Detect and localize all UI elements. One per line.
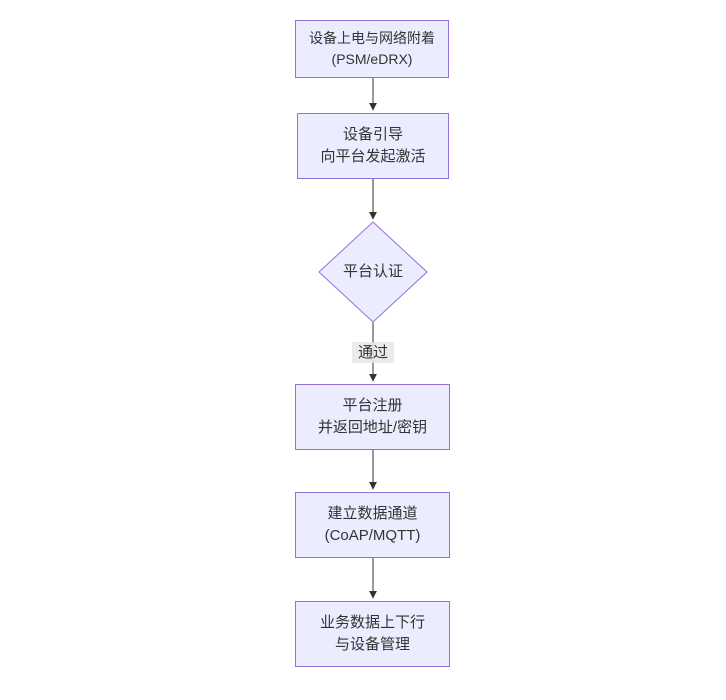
node-label-line: 向平台发起激活 xyxy=(320,148,426,165)
decision-diamond-shape xyxy=(318,221,428,323)
node-power-network-attach: 设备上电与网络附着 (PSM/eDRX) xyxy=(295,20,449,78)
node-label-line: (PSM/eDRX) xyxy=(331,51,413,67)
node-platform-register: 平台注册 并返回地址/密钥 xyxy=(295,384,450,450)
node-label-line: 设备上电与网络附着 xyxy=(309,30,435,46)
node-platform-auth: 平台认证 xyxy=(323,261,423,283)
node-label-line: 设备引导 xyxy=(342,126,403,143)
node-label-line: 与设备管理 xyxy=(334,636,410,653)
node-label-line: 并返回地址/密钥 xyxy=(317,419,428,436)
node-label-line: 平台注册 xyxy=(342,397,403,414)
node-bootstrap-activate: 设备引导 向平台发起激活 xyxy=(297,113,449,179)
node-label-line: 业务数据上下行 xyxy=(319,614,425,631)
node-business-data: 业务数据上下行 与设备管理 xyxy=(295,601,450,667)
edge-label-pass: 通过 xyxy=(352,342,394,363)
node-data-channel: 建立数据通道 (CoAP/MQTT) xyxy=(295,492,450,558)
node-label-line: (CoAP/MQTT) xyxy=(324,527,421,544)
node-label-line: 平台认证 xyxy=(342,263,403,280)
node-label-line: 建立数据通道 xyxy=(327,505,418,522)
